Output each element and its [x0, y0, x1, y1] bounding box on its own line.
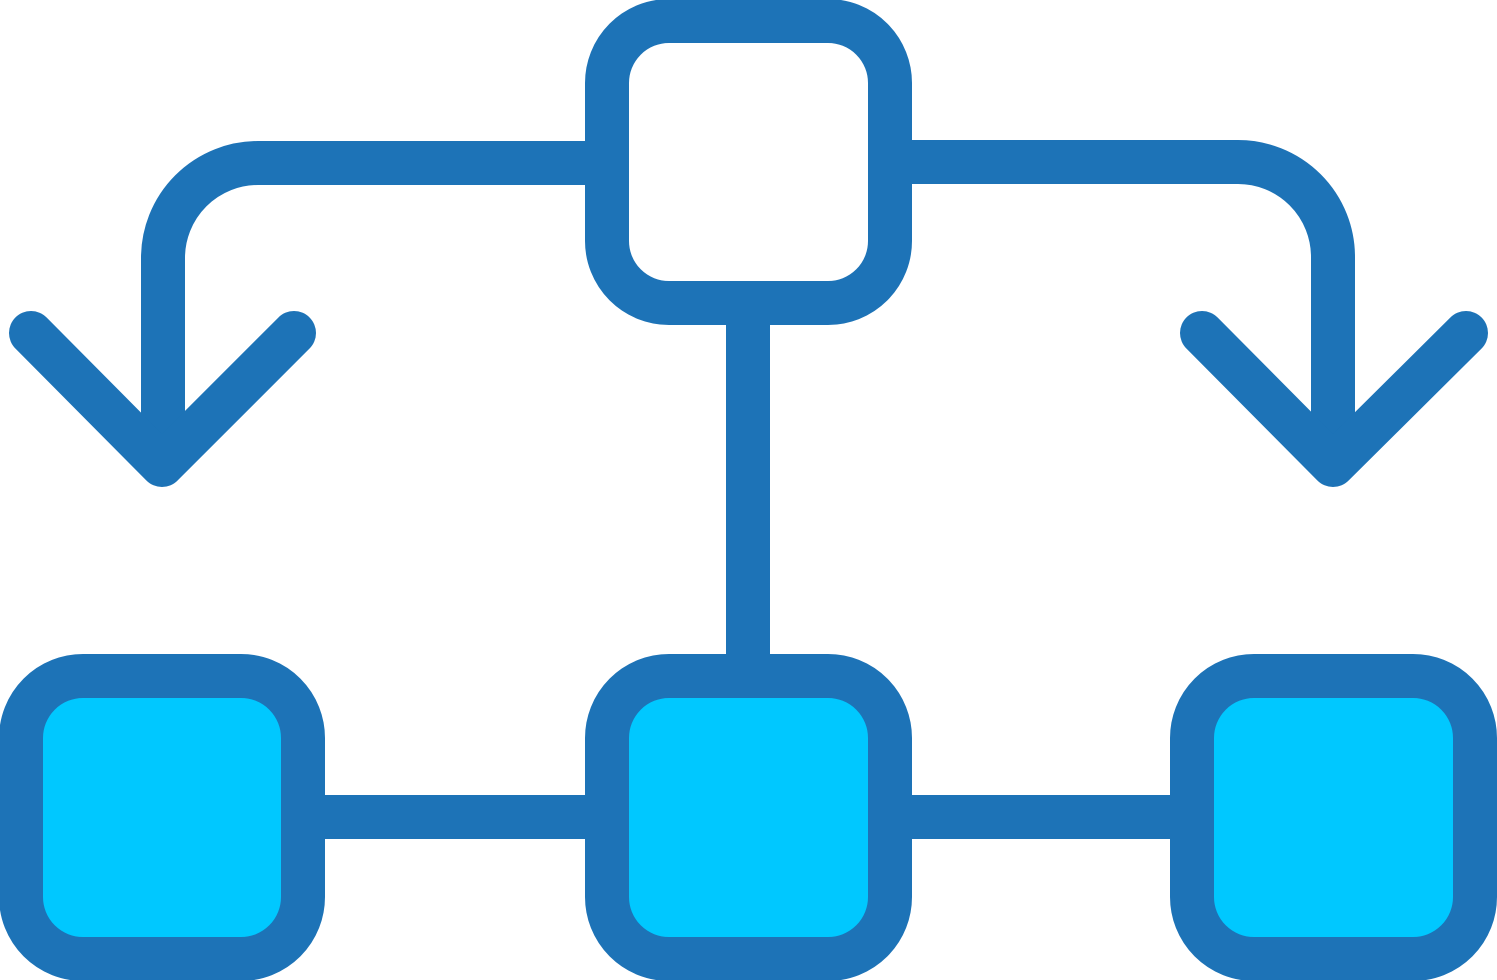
node-bottom-right: [1170, 654, 1497, 980]
arrowheads: [9, 311, 1488, 487]
node-bottom-left: [0, 654, 325, 980]
node-top: [585, 0, 912, 325]
arrow-right-path: [890, 140, 1355, 465]
arrowhead-left-icon: [9, 311, 316, 487]
connectors: [141, 140, 1355, 839]
arrow-left-path: [141, 141, 607, 465]
arrowhead-right-icon: [1180, 311, 1488, 487]
node-bottom-center: [585, 654, 912, 980]
